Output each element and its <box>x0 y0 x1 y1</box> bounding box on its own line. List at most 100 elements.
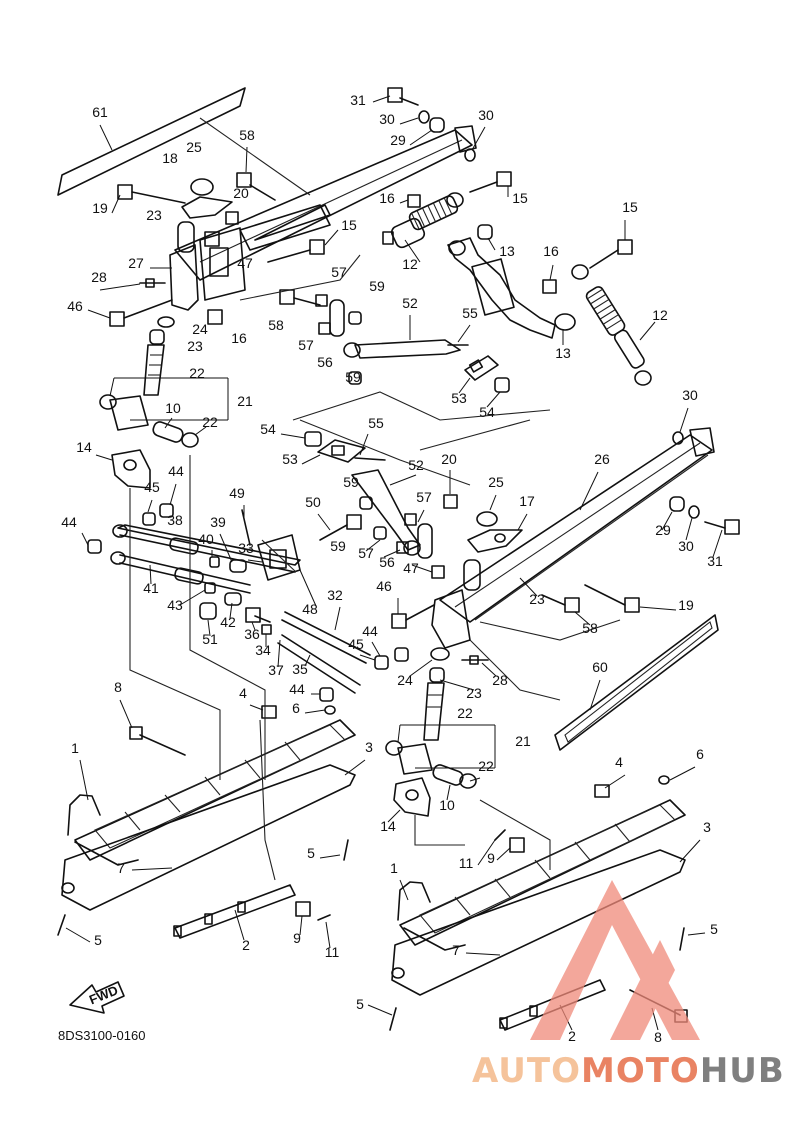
callout-9: 9 <box>293 930 301 946</box>
runner-3-left <box>61 764 356 911</box>
bolt-46-upper <box>109 299 173 327</box>
callout-57: 57 <box>358 545 374 561</box>
callout-20: 20 <box>441 451 457 467</box>
nut-4-left <box>261 705 277 719</box>
callout-27: 27 <box>128 255 144 271</box>
link-rod-52-upper <box>343 339 461 359</box>
callout-24: 24 <box>192 321 208 337</box>
callout-57: 57 <box>331 264 347 280</box>
watermark-triangle-icon <box>530 880 700 1040</box>
pin-5-left <box>57 839 349 936</box>
callout-7: 7 <box>117 860 125 876</box>
callout-56: 56 <box>379 554 395 570</box>
bracket-14-upper <box>111 449 151 489</box>
nut-47-right <box>431 565 445 579</box>
callout-19: 19 <box>92 200 108 216</box>
callout-22: 22 <box>478 758 494 774</box>
bracket-17 <box>467 529 523 553</box>
callout-29: 29 <box>655 522 671 538</box>
cross-shaft-35 <box>277 634 361 694</box>
callout-2: 2 <box>242 937 250 953</box>
bolt-15-center-left <box>267 239 325 263</box>
callout-2: 2 <box>568 1028 576 1044</box>
step-board-1-right <box>397 799 686 951</box>
callout-30: 30 <box>678 538 694 554</box>
callout-4: 4 <box>239 685 247 701</box>
callout-28: 28 <box>91 269 107 285</box>
nut-4-right <box>594 784 610 798</box>
callout-58: 58 <box>582 620 598 636</box>
nut-20-upper <box>225 211 239 225</box>
callout-57: 57 <box>416 489 432 505</box>
callout-7: 7 <box>452 942 460 958</box>
callout-5: 5 <box>710 921 718 937</box>
bolt-31-right <box>704 519 740 535</box>
callout-25: 25 <box>488 474 504 490</box>
pivot-shaft-23-lower <box>423 667 445 741</box>
callout-56: 56 <box>317 354 333 370</box>
nut-9-right <box>509 837 525 853</box>
bolt-8-left <box>129 726 186 756</box>
pin-5-right <box>389 927 685 1031</box>
bolt-19-upper <box>117 184 186 204</box>
callout-19: 19 <box>678 597 694 613</box>
shock-absorber-12-right <box>571 264 652 386</box>
pin-11-right <box>494 829 506 841</box>
cap-25-upper <box>190 178 214 196</box>
callout-24: 24 <box>397 672 413 688</box>
svg-text:AUTOMOTOHUB: AUTOMOTOHUB <box>472 1051 785 1091</box>
shock-absorber-12-upper <box>382 192 464 249</box>
callout-49: 49 <box>229 485 245 501</box>
callout-22: 22 <box>189 365 205 381</box>
callout-15: 15 <box>341 217 357 233</box>
callout-1: 1 <box>71 740 79 756</box>
callout-30: 30 <box>682 387 698 403</box>
callout-42: 42 <box>220 614 236 630</box>
watermark-logo: AUTOMOTOHUB <box>472 880 785 1091</box>
callout-21: 21 <box>515 733 531 749</box>
watermark-hub: HUB <box>700 1051 785 1091</box>
callout-30: 30 <box>379 111 395 127</box>
bolt-49 <box>241 509 251 546</box>
rear-link-arm <box>447 237 576 339</box>
pin-11-left <box>317 914 331 921</box>
damper-54-upper <box>494 377 510 393</box>
bolt-19-right <box>584 584 640 613</box>
leader-lines <box>65 95 723 1031</box>
callout-44: 44 <box>362 623 378 639</box>
cross-shaft-38 <box>112 524 301 573</box>
right-pivot-bracket <box>431 559 481 649</box>
runner-3-right <box>391 849 686 996</box>
callout-46: 46 <box>67 298 83 314</box>
plate-53-lower <box>317 439 366 463</box>
callout-30: 30 <box>478 107 494 123</box>
nut-9-left <box>295 901 311 917</box>
bolt-58-upper <box>236 172 276 201</box>
callout-59: 59 <box>343 474 359 490</box>
callout-16: 16 <box>543 243 559 259</box>
nut-16-upper-left <box>204 231 223 325</box>
spacer-39-40 <box>209 556 247 573</box>
callout-17: 17 <box>519 493 535 509</box>
bolt-31-upper <box>387 87 419 106</box>
callout-44: 44 <box>289 681 305 697</box>
callout-11: 11 <box>325 944 340 960</box>
callout-58: 58 <box>268 317 284 333</box>
callout-11: 11 <box>459 855 474 871</box>
callout-22: 22 <box>457 705 473 721</box>
collar-59-upper <box>348 311 362 385</box>
callout-45: 45 <box>144 479 160 495</box>
callout-55: 55 <box>462 305 478 321</box>
callout-39: 39 <box>210 514 226 530</box>
arm-21-upper <box>99 394 199 448</box>
right-slide-arm-26 <box>439 427 715 623</box>
callout-4: 4 <box>615 754 623 770</box>
callout-15: 15 <box>622 199 638 215</box>
callout-44: 44 <box>61 514 77 530</box>
callout-20: 20 <box>233 185 249 201</box>
plate-53-upper <box>464 355 499 381</box>
callout-47: 47 <box>403 560 419 576</box>
bracket-14-lower <box>393 777 431 817</box>
